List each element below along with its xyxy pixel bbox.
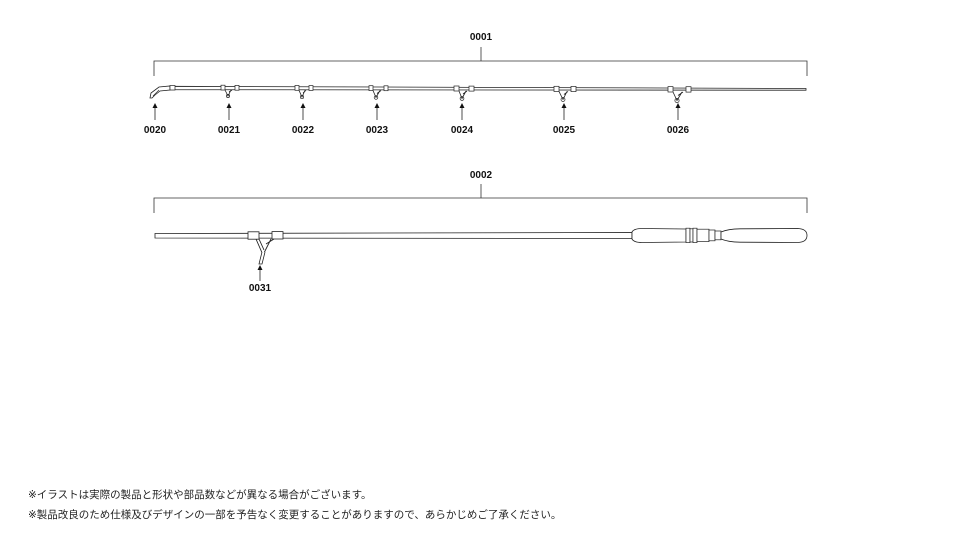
tip-section: 0001 <box>144 32 808 136</box>
guide-0025 <box>553 85 577 102</box>
part-label-0020: 0020 <box>144 125 167 136</box>
part-label-0031: 0031 <box>249 283 272 294</box>
guide-0031 <box>247 231 284 265</box>
part-label-0025: 0025 <box>553 125 576 136</box>
section-bracket-0001 <box>153 47 808 76</box>
tip-leader-arrows <box>152 103 681 120</box>
fore-grip <box>631 228 687 243</box>
section-label-0002: 0002 <box>470 170 493 181</box>
tip-blank <box>169 85 807 91</box>
part-label-0022: 0022 <box>292 125 315 136</box>
part-label-0024: 0024 <box>451 125 474 136</box>
guide-0024 <box>453 85 475 101</box>
guide-0022 <box>294 85 314 100</box>
guide-0023 <box>368 85 389 100</box>
part-label-0023: 0023 <box>366 125 389 136</box>
guide-0026 <box>667 86 692 103</box>
part-label-0021: 0021 <box>218 125 241 136</box>
butt-section: 0002 0031 <box>153 170 808 294</box>
butt-blank <box>154 232 633 239</box>
disclaimer-note-specification: ※製品改良のため仕様及びデザインの一部を予告なく変更することがありますので、あら… <box>28 509 562 521</box>
disclaimer-note-illustration: ※イラストは実際の製品と形状や部品数などが異なる場合がございます。 <box>28 489 372 501</box>
rear-grip <box>720 228 808 243</box>
butt-leader-arrow <box>257 265 263 281</box>
top-guide <box>149 85 176 99</box>
part-label-0026: 0026 <box>667 125 690 136</box>
guide-0021 <box>220 84 240 98</box>
section-label-0001: 0001 <box>470 32 493 43</box>
reel-seat <box>685 227 722 243</box>
section-bracket-0002 <box>153 184 808 213</box>
